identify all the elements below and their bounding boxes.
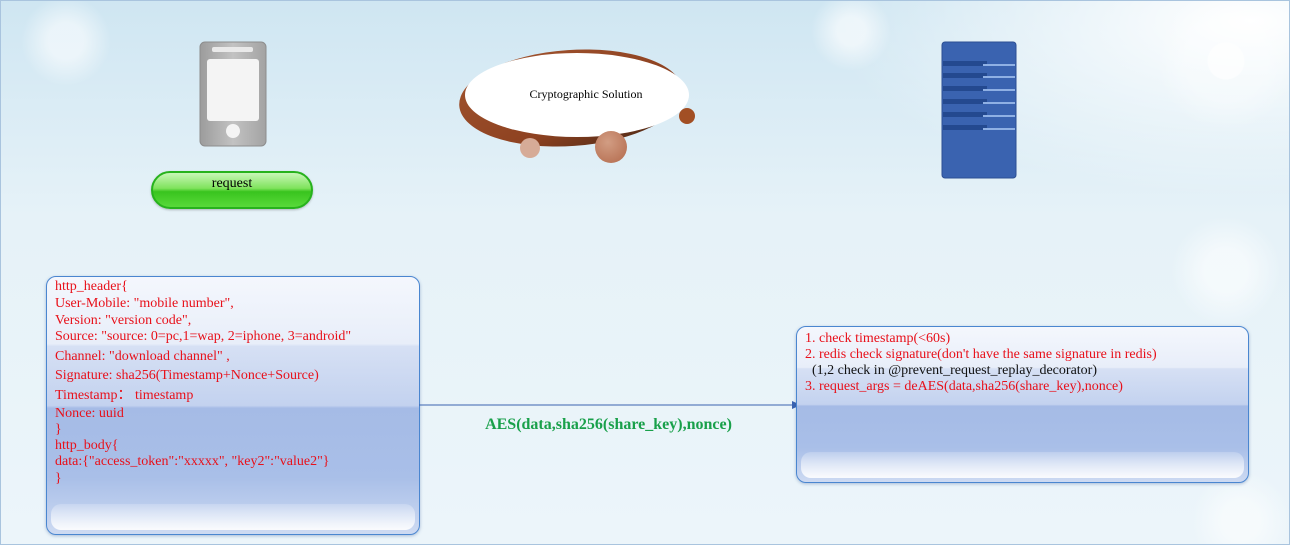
code-line: Nonce: uuid (55, 406, 124, 421)
code-line: Timestamp： timestamp (55, 388, 194, 403)
smartphone-icon (199, 41, 267, 147)
code-line: Signature: sha256(Timestamp+Nonce+Source… (55, 368, 319, 383)
crypto-solution-label: Cryptographic Solution (529, 87, 643, 101)
request-payload-box: http_header{ User-Mobile: "mobile number… (46, 276, 420, 535)
code-line: 1. check timestamp(<60s) (805, 331, 951, 346)
code-line: http_body{ (55, 438, 119, 453)
arrow-label: AES(data,sha256(share_key),nonce) (485, 416, 732, 433)
thought-bubble-icon (459, 49, 695, 163)
code-line: } (55, 471, 62, 486)
code-line: http_header{ (55, 279, 128, 294)
code-line: data:{"access_token":"xxxxx", "key2":"va… (55, 454, 330, 469)
request-label: request (211, 176, 253, 191)
code-line: 3. request_args = deAES(data,sha256(shar… (805, 379, 1123, 394)
code-line: (1,2 check in @prevent_request_replay_de… (805, 363, 1097, 378)
code-line: } (55, 422, 62, 437)
request-button[interactable]: request (151, 171, 313, 209)
code-line: User-Mobile: "mobile number", (55, 296, 234, 311)
server-check-box: 1. check timestamp(<60s) 2. redis check … (796, 326, 1249, 483)
server-rack-icon (941, 41, 1017, 179)
code-line: 2. redis check signature(don't have the … (805, 347, 1157, 362)
request-arrow (419, 401, 801, 409)
code-line: Channel: "download channel" , (55, 349, 230, 364)
code-line: Source: "source: 0=pc,1=wap, 2=iphone, 3… (55, 329, 352, 344)
code-line: Version: "version code", (55, 313, 192, 328)
